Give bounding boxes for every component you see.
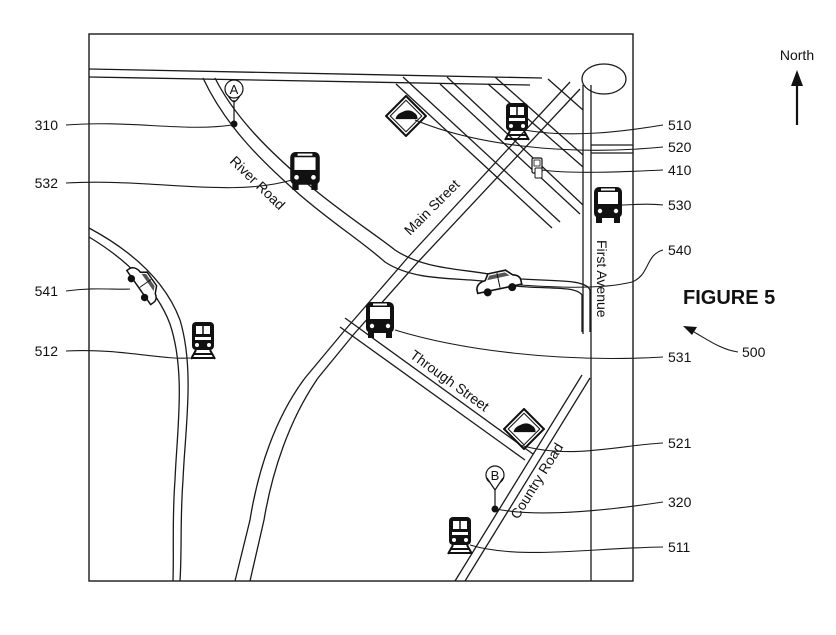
bus-icon: [290, 152, 320, 190]
top-road: [88, 68, 543, 86]
diagonal-streets: [395, 76, 584, 229]
figure-title: FIGURE 5: [683, 287, 775, 309]
train-icon: [190, 322, 216, 360]
ref-520: 520: [668, 139, 692, 155]
river-road: [202, 77, 591, 332]
ref-540: 540: [668, 242, 692, 258]
ref-310: 310: [35, 117, 59, 133]
ref-532: 532: [35, 175, 59, 191]
phone-icon: [531, 157, 543, 179]
map-frame: [88, 33, 634, 582]
ref-510: 510: [668, 117, 692, 133]
pin-a-label: A: [230, 82, 239, 97]
road-sign-icon: [503, 408, 545, 450]
ref-410: 410: [668, 162, 692, 178]
map-pin-icon: [485, 465, 505, 513]
ref-511: 511: [668, 539, 691, 555]
north-arrow-icon: [791, 70, 803, 125]
street-label-first-avenue: First Avenue: [594, 240, 610, 318]
ref-500: 500: [742, 344, 766, 360]
leader-lines: [65, 119, 664, 554]
pond: [581, 63, 627, 95]
car-icon: [473, 266, 524, 300]
ref-320: 320: [668, 494, 692, 510]
bus-icon: [594, 187, 622, 223]
figure-ref-arrow: [683, 326, 739, 353]
train-icon: [447, 517, 473, 555]
pin-b-label: B: [491, 468, 500, 483]
train-icon: [504, 103, 530, 141]
main-street: [234, 81, 581, 582]
through-street: [339, 317, 534, 461]
ref-541: 541: [35, 283, 59, 299]
map-pin-icon: [224, 79, 244, 128]
north-label: North: [780, 47, 814, 63]
ref-512: 512: [35, 343, 59, 359]
ref-531: 531: [668, 349, 692, 365]
ref-530: 530: [668, 197, 692, 213]
road-sign-icon: [385, 95, 427, 137]
street-label-country-road: Country Road: [507, 440, 566, 522]
first-avenue: [582, 85, 633, 581]
street-label-through-street: Through Street: [407, 346, 492, 414]
ref-521: 521: [668, 435, 692, 451]
bus-icon: [366, 302, 394, 338]
